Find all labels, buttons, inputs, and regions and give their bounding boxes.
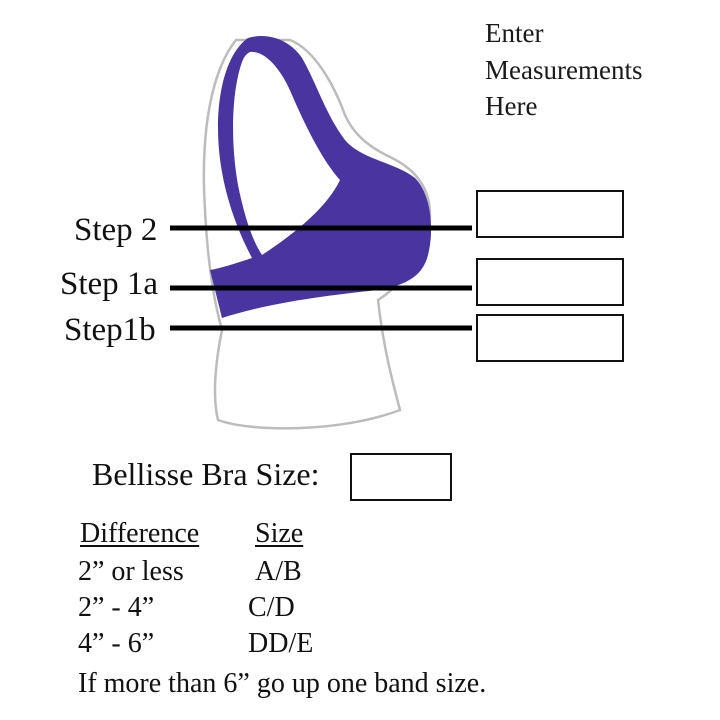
measurement-lines: [170, 225, 472, 331]
header-line-1: Enter: [485, 18, 544, 48]
table-row-2-difference: 2” - 4”: [78, 592, 155, 623]
table-row-2-size: C/D: [248, 592, 295, 623]
table-row-1-difference: 2” or less: [78, 556, 184, 587]
table-row-3-size: DD/E: [248, 628, 314, 659]
step-2-input-box[interactable]: [476, 190, 624, 238]
band-size-note: If more than 6” go up one band size.: [78, 668, 487, 699]
size-column-header: Size: [255, 518, 304, 549]
header-line-2: Measurements: [485, 55, 643, 85]
step-1a-input-box[interactable]: [476, 258, 624, 306]
strap-gap: [233, 51, 340, 255]
bra-size-label: Bellisse Bra Size:: [92, 456, 320, 492]
header-line-3: Here: [485, 91, 538, 121]
step-1a-label: Step 1a: [60, 266, 159, 302]
table-row-1-size: A/B: [255, 556, 302, 587]
table-row-3-difference: 4” - 6”: [78, 628, 155, 659]
difference-column-header: Difference: [80, 518, 200, 549]
step-1b-input-box[interactable]: [476, 314, 624, 362]
step-1b-label: Step1b: [64, 312, 156, 348]
step-2-label: Step 2: [74, 212, 158, 248]
bra-size-input-box[interactable]: [350, 453, 452, 501]
